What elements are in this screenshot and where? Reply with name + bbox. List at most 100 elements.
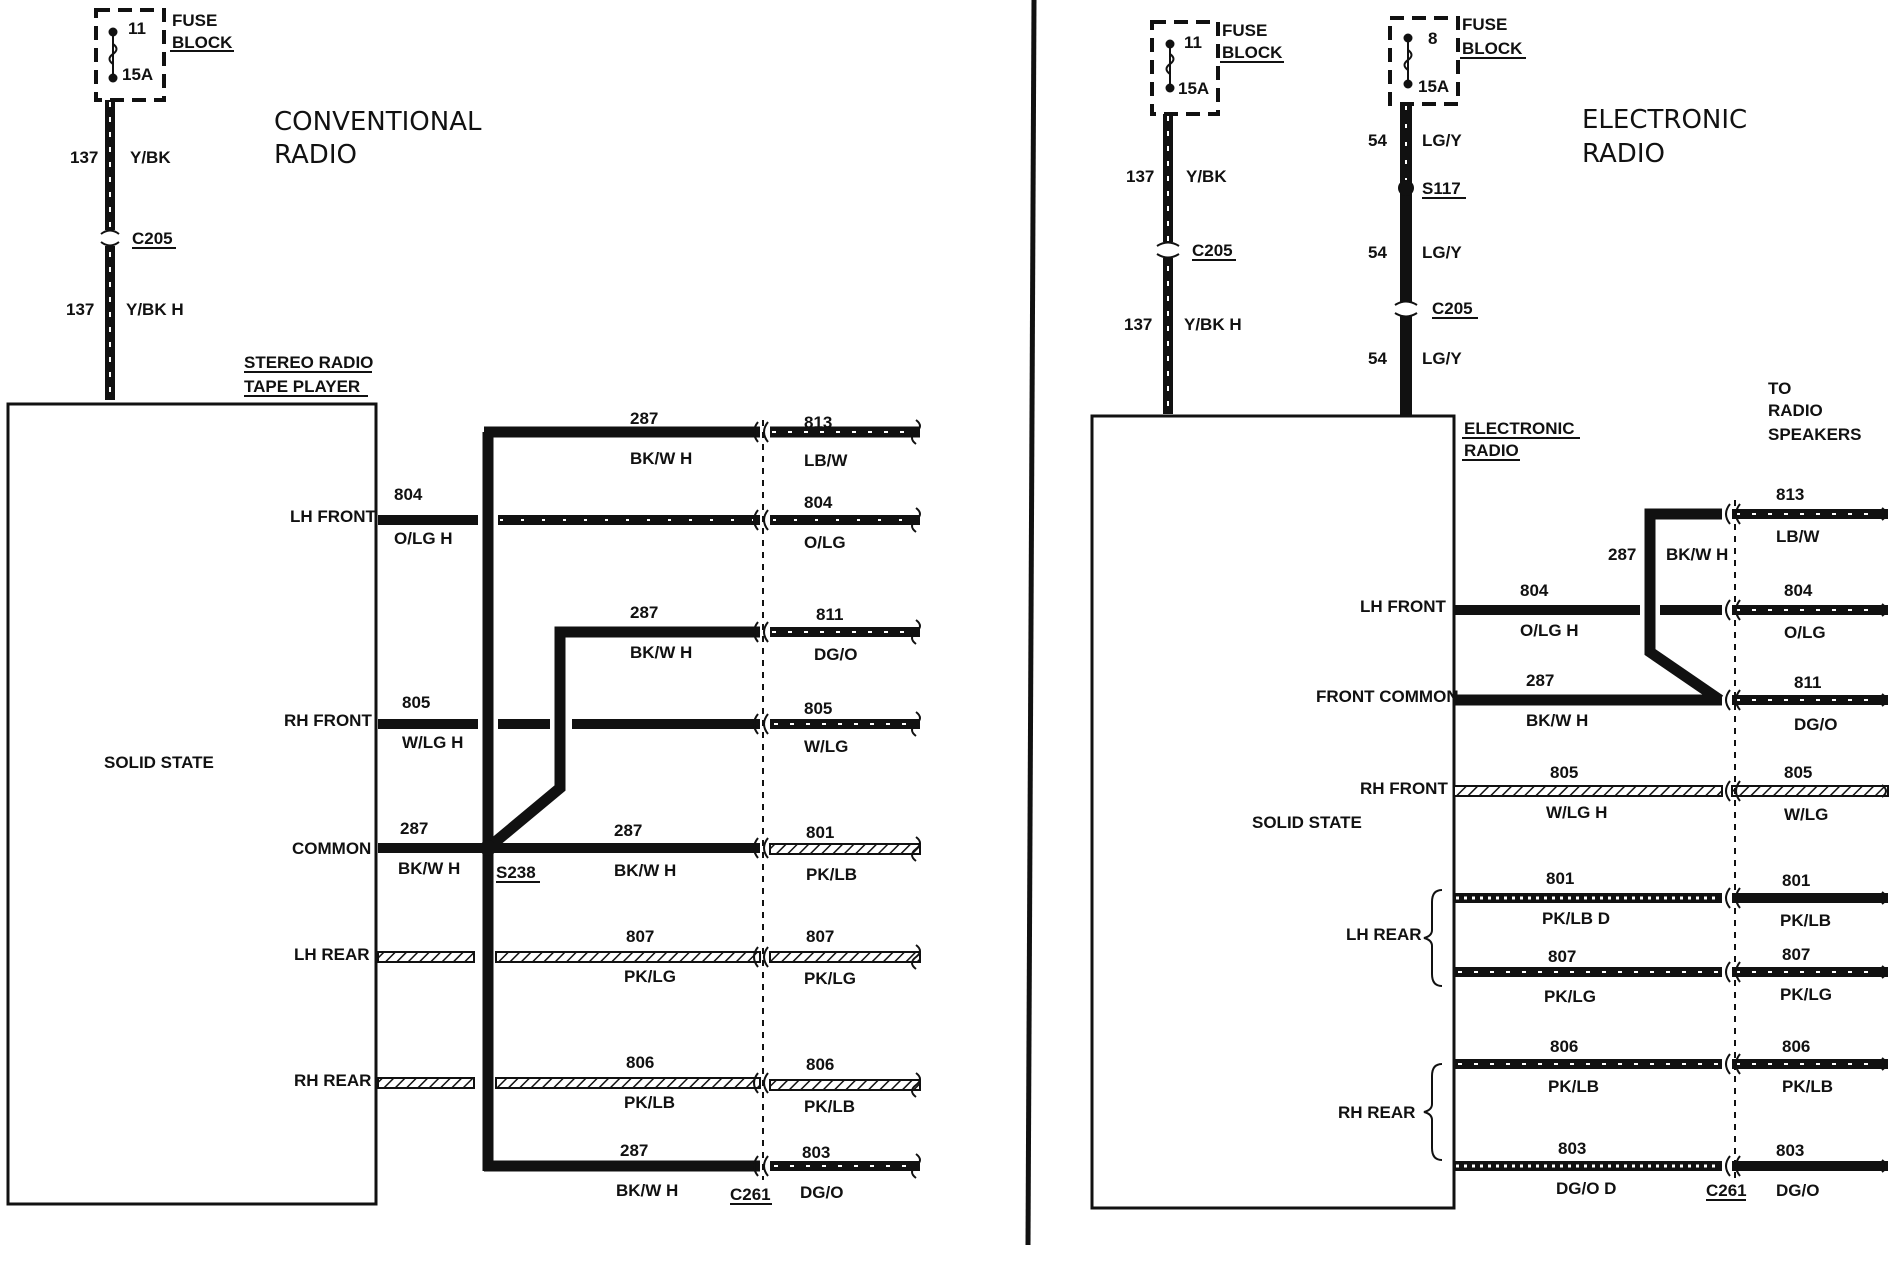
circuit-number: 54 <box>1368 243 1387 262</box>
circuit-number: 54 <box>1368 349 1387 368</box>
pin-label: COMMON <box>292 839 371 858</box>
wire-color: LG/Y <box>1422 349 1462 368</box>
power-feed-wire-137: 137 Y/BK C205 137 Y/BK H <box>1124 114 1242 414</box>
circuit-number: 805 <box>1550 763 1578 782</box>
speakers-label: SPEAKERS <box>1768 425 1862 444</box>
diagram-title: CONVENTIONAL <box>274 107 482 137</box>
wire-color: LG/Y <box>1422 131 1462 150</box>
wire-color: BK/W H <box>616 1181 678 1200</box>
circuit-number: 805 <box>804 699 832 718</box>
circuit-number: 801 <box>806 823 834 842</box>
circuit-number: 807 <box>626 927 654 946</box>
circuit-number: 803 <box>1558 1139 1586 1158</box>
wire-color: DG/O D <box>1556 1179 1616 1198</box>
pin-label: LH FRONT <box>1360 597 1447 616</box>
wire-color: PK/LB <box>1780 911 1831 930</box>
component-label: ELECTRONIC <box>1464 419 1575 438</box>
wire-color: PK/LB <box>1782 1077 1833 1096</box>
circuit-number: 137 <box>1126 167 1154 186</box>
pin-label: RH REAR <box>1338 1103 1415 1122</box>
fuse-label: BLOCK <box>1222 43 1283 62</box>
jumper-287: 287 BK/W H <box>1608 508 1728 705</box>
fuse-number: 11 <box>128 19 146 38</box>
wire-color: Y/BK H <box>126 300 184 319</box>
wire-color: PK/LG <box>804 969 856 988</box>
speakers-label: RADIO <box>1768 401 1823 420</box>
wire-color: Y/BK <box>130 148 171 167</box>
wire-color: DG/O <box>814 645 857 664</box>
wire-color: BK/W H <box>614 861 676 880</box>
circuit-number: 803 <box>1776 1141 1804 1160</box>
connector-c261-left: C261 <box>730 420 772 1205</box>
wire-end-terminals-right <box>1881 507 1887 1173</box>
wire-804: 804 O/LG H 804 O/LG <box>1454 581 1888 642</box>
wire-color: BK/W H <box>630 643 692 662</box>
component-body-label: SOLID STATE <box>1252 813 1362 832</box>
wire-color: LB/W <box>804 451 848 470</box>
wire-color: PK/LG <box>624 967 676 986</box>
circuit-number: 137 <box>1124 315 1152 334</box>
common-ground-bus: S238 <box>480 432 760 1171</box>
electronic-radio: ELECTRONIC RADIO SOLID STATE LH FRONT FR… <box>1090 414 1580 1210</box>
connector-id: C261 <box>1706 1181 1747 1200</box>
fuse-label: FUSE <box>1222 21 1267 40</box>
wire-color: W/LG <box>1784 805 1828 824</box>
circuit-number: 287 <box>400 819 428 838</box>
circuit-number: 807 <box>1782 945 1810 964</box>
fuse-rating: 15A <box>122 65 153 84</box>
circuit-number: 805 <box>1784 763 1812 782</box>
wire-color: BK/W H <box>1526 711 1588 730</box>
wire-color: PK/LB <box>806 865 857 884</box>
wire-811: 287 BK/W H 811 DG/O <box>630 603 920 664</box>
wire-806: 806 PK/LB 806 PK/LB <box>1454 1037 1888 1096</box>
component-label: TAPE PLAYER <box>244 377 360 396</box>
circuit-number: 811 <box>816 605 843 624</box>
fuse-block-right-1: 11 15A FUSE BLOCK <box>1150 20 1284 116</box>
splice-id: S117 <box>1422 179 1461 198</box>
wire-color: W/LG H <box>1546 803 1607 822</box>
circuit-number: 804 <box>804 493 833 512</box>
circuit-number: 807 <box>806 927 834 946</box>
connector-id: C261 <box>730 1185 771 1204</box>
wire-color: PK/LB <box>1548 1077 1599 1096</box>
pin-label: LH REAR <box>294 945 370 964</box>
wire-color: LG/Y <box>1422 243 1462 262</box>
lh-rear-brace <box>1423 889 1443 987</box>
circuit-number: 806 <box>626 1053 654 1072</box>
circuit-number: 803 <box>802 1143 830 1162</box>
component-label: STEREO RADIO <box>244 353 373 372</box>
connector-id: C205 <box>1432 299 1473 318</box>
fuse-rating: 15A <box>1418 77 1449 96</box>
wire-807: 807 PK/LG 807 PK/LG <box>377 927 921 988</box>
circuit-number: 813 <box>804 413 832 432</box>
circuit-number: 804 <box>1784 581 1813 600</box>
diagram-title: RADIO <box>1582 139 1665 169</box>
circuit-number: 287 <box>1526 671 1554 690</box>
wire-color: DG/O <box>1794 715 1837 734</box>
wire-end-terminals <box>911 419 921 1179</box>
wire-color: BK/W H <box>1666 545 1728 564</box>
circuit-number: 806 <box>806 1055 834 1074</box>
circuit-number: 811 <box>1794 673 1821 692</box>
circuit-number: 804 <box>1520 581 1549 600</box>
circuit-number: 287 <box>630 409 658 428</box>
wire-color: PK/LG <box>1780 985 1832 1004</box>
splice-node <box>1398 180 1414 196</box>
wire-color: O/LG <box>804 533 846 552</box>
circuit-number: 287 <box>614 821 642 840</box>
fuse-label: BLOCK <box>172 33 233 52</box>
pin-label: RH REAR <box>294 1071 371 1090</box>
pin-label: LH FRONT <box>290 507 377 526</box>
pin-label: LH REAR <box>1346 925 1422 944</box>
wire-color: BK/W H <box>630 449 692 468</box>
fuse-block-right-2: 8 15A FUSE BLOCK <box>1388 15 1526 106</box>
circuit-number: 801 <box>1546 869 1574 888</box>
wire-color: PK/LB <box>804 1097 855 1116</box>
wire-805: 805 W/LG H 805 W/LG <box>1453 763 1889 824</box>
conventional-radio-diagram: 11 15A FUSE BLOCK CONVENTIONAL RADIO 137… <box>6 8 921 1206</box>
pin-label: RH FRONT <box>284 711 372 730</box>
wire-813: 813 LB/W <box>1732 485 1888 546</box>
wire-803: 287 BK/W H 803 DG/O <box>484 1141 920 1202</box>
connector-id: C205 <box>1192 241 1233 260</box>
